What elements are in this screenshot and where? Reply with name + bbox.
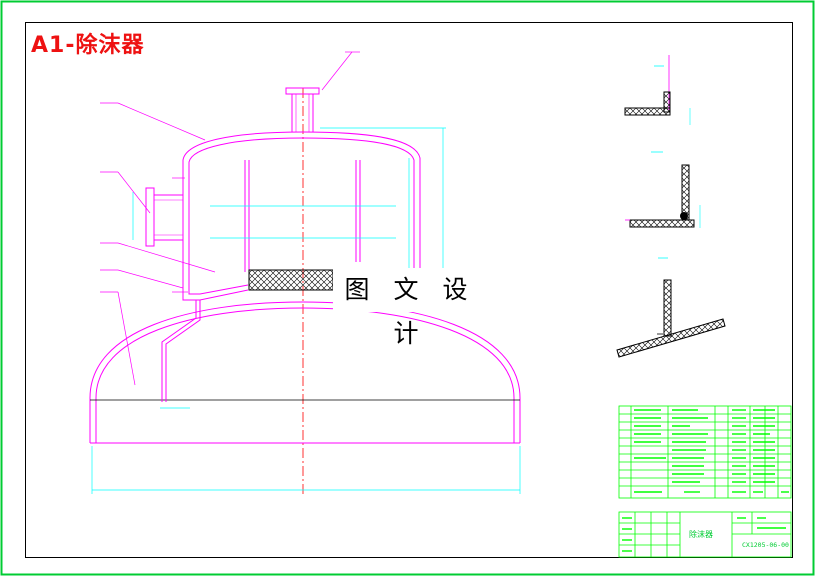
drawing-title: A1-除沫器 [31,33,145,58]
drain-pipe [161,300,197,402]
watermark-text: 图 文 设 计 [333,268,487,348]
elliptical-head-outer [89,301,521,443]
leader-lines [100,51,360,386]
parts-list-table [618,405,792,499]
upper-shell-outer [182,131,421,305]
top-nozzle-flange [285,87,320,95]
weld-detail-2 [625,151,701,228]
upper-shell-inner [188,137,415,305]
title-block-drawing-number: CX1205-06-00 [742,541,789,549]
inner-frame [25,22,793,558]
title-block-drawing-name: 除沫器 [689,529,713,539]
title-block [618,511,792,558]
parts-list-entries [634,409,789,493]
weld-detail-3 [616,257,726,358]
weld-detail-1 [624,55,691,125]
side-nozzle-flange [145,187,155,247]
title-block-entries [622,517,786,552]
demister-mesh-pad [248,269,334,291]
elliptical-head-inner [95,307,515,443]
